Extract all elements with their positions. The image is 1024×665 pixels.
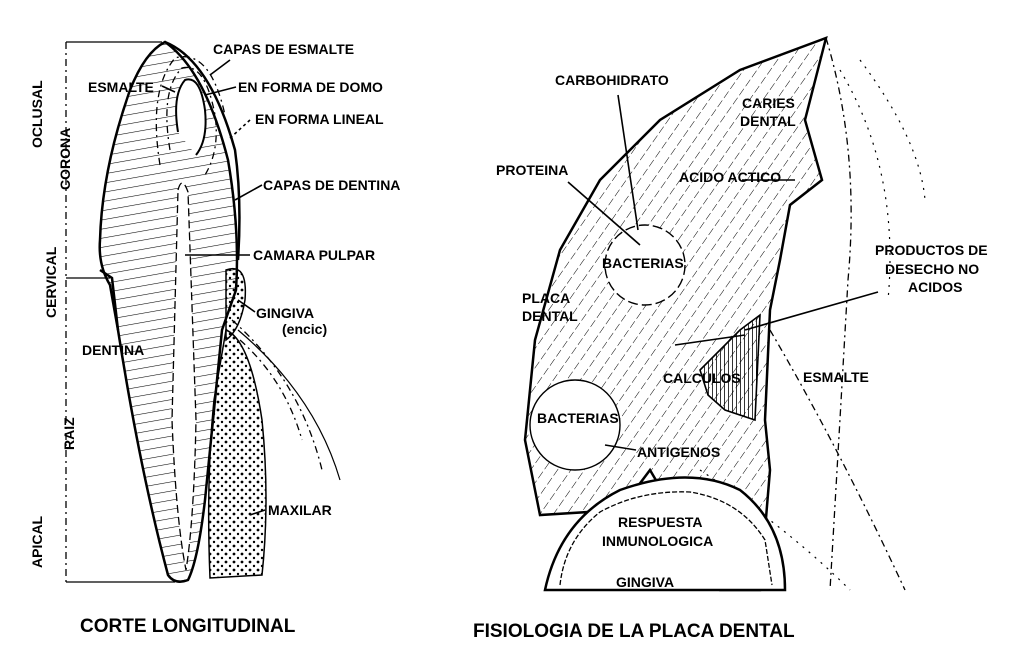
label-maxilar: MAXILAR bbox=[268, 502, 332, 518]
side-label-raiz: RAIZ bbox=[61, 417, 77, 450]
label-caries-line2: DENTAL bbox=[740, 113, 796, 129]
label-caries-line1: CARIES bbox=[742, 95, 795, 111]
gingiva-tissue bbox=[225, 267, 247, 342]
label-gingiva-left: GINGIVA bbox=[256, 305, 314, 321]
calculus-deposit bbox=[699, 313, 761, 422]
bacteria-cell-bottom bbox=[529, 379, 621, 471]
label-gingiva-right: GINGIVA bbox=[616, 574, 674, 590]
label-respuesta-line2: INMUNOLOGICA bbox=[602, 533, 713, 549]
side-label-apical: APICAL bbox=[29, 515, 45, 568]
label-calculos: CALCULOS bbox=[663, 370, 741, 386]
label-camara-pulpar: CAMARA PULPAR bbox=[253, 247, 375, 263]
enamel-cap bbox=[164, 40, 241, 261]
pulp-chamber bbox=[171, 182, 197, 571]
label-en-forma-lineal: EN FORMA LINEAL bbox=[255, 111, 384, 127]
label-esmalte-right: ESMALTE bbox=[803, 369, 869, 385]
label-placa-line2: DENTAL bbox=[522, 308, 578, 324]
vertical-scale-bracket bbox=[65, 41, 175, 583]
gingiva-mound bbox=[543, 476, 787, 592]
leader-capas-esmalte bbox=[209, 59, 231, 76]
label-productos-line2: DESECHO NO bbox=[885, 261, 979, 277]
side-label-corona: CORONA bbox=[57, 128, 73, 190]
label-dentina: DENTINA bbox=[82, 342, 144, 358]
bacteria-cell-top bbox=[604, 224, 686, 306]
label-en-forma-domo: EN FORMA DE DOMO bbox=[238, 79, 383, 95]
side-label-cervical: CERVICAL bbox=[43, 246, 59, 318]
label-antigenos: ANTIGENOS bbox=[637, 444, 720, 460]
plaque-physiology-diagram bbox=[523, 35, 926, 592]
label-acido-actico: ACIDO ACTICO bbox=[679, 169, 781, 185]
label-bacterias-bottom: BACTERIAS bbox=[537, 410, 619, 426]
tooth-section-diagram bbox=[65, 40, 341, 583]
label-encic: (encic) bbox=[282, 321, 327, 337]
label-respuesta-line1: RESPUESTA bbox=[618, 514, 703, 530]
label-carbohidrato: CARBOHIDRATO bbox=[555, 72, 669, 88]
caption-fisiologia-placa: FISIOLOGIA DE LA PLACA DENTAL bbox=[473, 621, 795, 642]
label-capas-dentina: CAPAS DE DENTINA bbox=[263, 177, 400, 193]
caption-corte-longitudinal: CORTE LONGITUDINAL bbox=[80, 616, 296, 637]
label-placa-line1: PLACA bbox=[522, 290, 570, 306]
enamel-dome-layers bbox=[175, 78, 207, 156]
tooth-body bbox=[98, 40, 239, 583]
label-productos-line3: ACIDOS bbox=[908, 279, 962, 295]
label-proteina: PROTEINA bbox=[496, 162, 568, 178]
side-label-oclusal: OCLUSAL bbox=[29, 80, 45, 148]
maxilar-bone bbox=[207, 328, 267, 579]
label-bacterias-top: BACTERIAS bbox=[602, 255, 684, 271]
label-productos-line1: PRODUCTOS DE bbox=[875, 242, 988, 258]
label-esmalte: ESMALTE bbox=[88, 79, 154, 95]
label-capas-esmalte: CAPAS DE ESMALTE bbox=[213, 41, 354, 57]
